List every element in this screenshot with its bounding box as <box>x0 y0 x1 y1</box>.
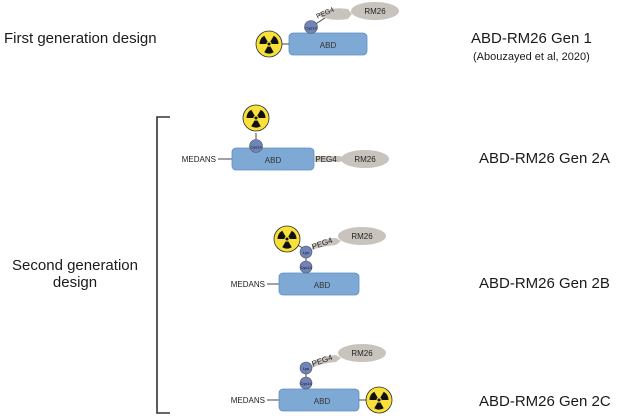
medans-label: MEDANS <box>182 155 216 164</box>
gen2b-name: ABD-RM26 Gen 2B <box>479 275 610 292</box>
cys-node <box>304 20 318 34</box>
gen1-name: ABD-RM26 Gen 1 <box>471 30 592 47</box>
cys-node <box>299 376 313 390</box>
rm26-label: RM26 <box>351 232 373 241</box>
rm26-label: RM26 <box>354 155 376 164</box>
lys-node <box>299 361 313 375</box>
peg-label: PEG4 <box>315 155 337 164</box>
cys-label: Cys14 <box>300 265 312 270</box>
cys-label: Cys14 <box>300 381 312 386</box>
cys-node <box>249 139 263 153</box>
gen2c-name: ABD-RM26 Gen 2C <box>479 393 611 410</box>
radiation-icon <box>255 30 283 58</box>
peg-chain <box>312 355 341 368</box>
rm26-ellipse <box>338 344 386 362</box>
abd-label: ABD <box>314 281 331 290</box>
peg-chain <box>317 8 352 20</box>
construct-gen2c: MEDANS ABD Lys Cys14 PEG4 RM26 <box>231 344 393 414</box>
radiation-icon <box>365 386 393 414</box>
rm26-ellipse <box>338 227 386 245</box>
rm26-label: RM26 <box>364 7 386 16</box>
abd-label: ABD <box>314 397 331 406</box>
peg-label: PEG4 <box>311 353 335 369</box>
peg-chain <box>312 238 341 250</box>
first-generation-title: First generation design <box>4 30 157 47</box>
abd-block <box>278 272 360 296</box>
lys-label: Lys <box>303 366 309 371</box>
lys-node <box>299 245 313 259</box>
abd-label: ABD <box>320 41 337 50</box>
construct-gen1: ABD Cys14 PEG4 RM26 <box>255 2 399 58</box>
peg-label: PEG4 <box>311 236 335 252</box>
cys-label: Cys14 <box>305 26 317 31</box>
rm26-ellipse <box>341 150 389 168</box>
second-gen-bracket <box>156 116 170 414</box>
construct-gen2a: MEDANS ABD Cys14 PEG4 RM26 <box>182 104 389 171</box>
gen2a-name: ABD-RM26 Gen 2A <box>479 150 610 167</box>
medans-label: MEDANS <box>231 280 265 289</box>
second-generation-title-line2: design <box>52 274 98 291</box>
medans-label: MEDANS <box>231 396 265 405</box>
radiation-icon <box>242 104 270 132</box>
cys-label: Cys14 <box>250 145 262 150</box>
abd-label: ABD <box>265 156 282 165</box>
construct-gen2b: MEDANS ABD Lys Cys14 PEG4 RM26 <box>231 225 386 296</box>
gen1-citation: (Abouzayed et al, 2020) <box>473 51 590 63</box>
peg-chain <box>314 156 345 162</box>
cys-node <box>299 260 313 274</box>
rm26-ellipse <box>351 2 399 20</box>
second-generation-title-line1: Second generation <box>12 257 138 274</box>
lys-label: Lys <box>303 250 309 255</box>
rm26-label: RM26 <box>351 349 373 358</box>
radiation-icon <box>273 225 301 253</box>
